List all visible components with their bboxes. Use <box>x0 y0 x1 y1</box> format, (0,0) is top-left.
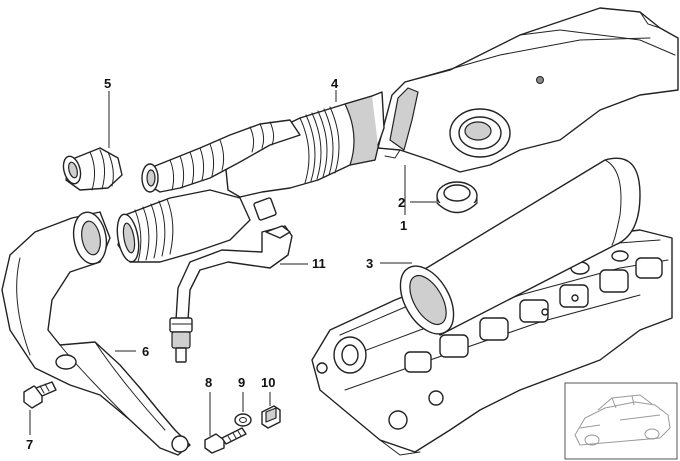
callout-11: 11 <box>312 256 326 271</box>
car-silhouette-icon <box>574 394 671 446</box>
intake-duct <box>1 211 191 456</box>
clip-nut-10 <box>261 405 281 429</box>
air-filter-element <box>399 157 641 336</box>
intake-hose-lower <box>116 189 251 263</box>
cylinder-head-cover <box>311 229 673 456</box>
intake-hose-upper <box>141 91 385 221</box>
callout-4: 4 <box>331 76 339 91</box>
callout-7: 7 <box>26 437 33 452</box>
bolt-8 <box>204 427 247 454</box>
callout-10: 10 <box>261 375 275 390</box>
callout-labels: 1 2 3 4 5 6 7 8 9 10 11 <box>26 76 407 452</box>
callout-6: 6 <box>142 344 149 359</box>
callout-5: 5 <box>104 76 111 91</box>
intake-cover <box>377 7 679 173</box>
callout-1: 1 <box>400 218 407 233</box>
washer-9 <box>234 413 252 427</box>
vent-hose <box>169 225 293 363</box>
callout-9: 9 <box>238 375 245 390</box>
callout-2: 2 <box>398 195 405 210</box>
seal-ring <box>436 181 478 214</box>
vehicle-thumbnail <box>564 382 678 460</box>
callout-3: 3 <box>366 256 373 271</box>
leader-lines <box>29 90 436 436</box>
rubber-boot <box>62 147 123 191</box>
callout-8: 8 <box>205 375 212 390</box>
screw-7 <box>23 381 57 409</box>
